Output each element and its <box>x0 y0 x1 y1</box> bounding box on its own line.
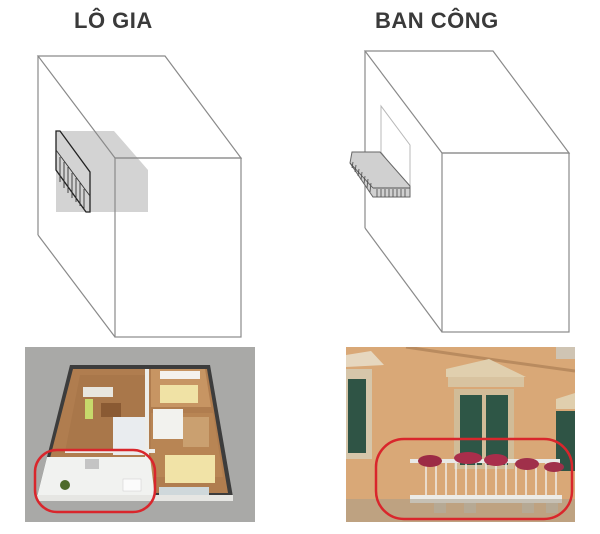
title-balcony: BAN CÔNG <box>375 8 499 33</box>
loggia-diagram <box>36 55 243 338</box>
balcony-diagram <box>349 50 571 333</box>
loggia-highlight-circle <box>33 448 157 514</box>
balcony-facade-photo <box>346 347 575 522</box>
loggia-floorplan-photo <box>25 347 255 522</box>
balcony-highlight-circle <box>374 437 574 521</box>
title-loggia: LÔ GIA <box>74 8 153 33</box>
